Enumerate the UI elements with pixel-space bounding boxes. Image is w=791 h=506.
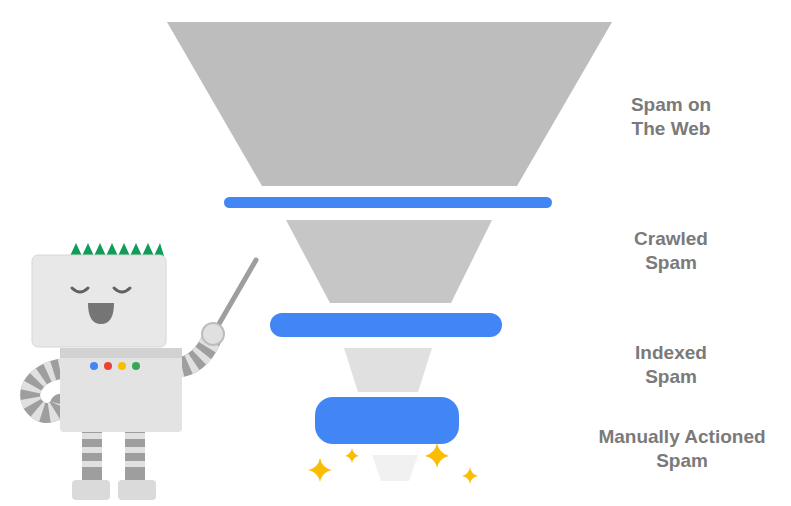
- sparkles: [308, 443, 478, 484]
- robot-neck: [60, 348, 182, 358]
- chest-dot: [90, 362, 98, 370]
- funnel-actioned: [372, 455, 418, 481]
- leg-stripes: [82, 433, 145, 467]
- robot-leg: [125, 425, 145, 485]
- stage-label: Indexed Spam: [621, 341, 721, 389]
- robot-eye: [114, 288, 130, 292]
- robot-mouth: [88, 303, 114, 324]
- stripe: [125, 461, 145, 467]
- robot-foot: [118, 480, 156, 500]
- chest-dot: [118, 362, 126, 370]
- robot-eye: [72, 288, 88, 292]
- filter-bar: [270, 313, 502, 337]
- robot-foot: [72, 480, 110, 500]
- stripe: [125, 433, 145, 439]
- stripe: [82, 447, 102, 453]
- sparkle: [345, 448, 359, 463]
- robot-leg: [82, 425, 102, 485]
- stage-label: Crawled Spam: [621, 227, 721, 275]
- robot-head: [32, 255, 166, 347]
- funnel-crawled: [286, 220, 492, 303]
- funnel: [167, 22, 612, 481]
- stage-label: Manually Actioned Spam: [582, 425, 782, 473]
- sparkle: [462, 467, 478, 484]
- robot-hand: [202, 323, 224, 345]
- funnel-web: [167, 22, 612, 186]
- stripe: [125, 447, 145, 453]
- filter-bar: [224, 197, 552, 208]
- stripe: [82, 433, 102, 439]
- robot-hair: [70, 243, 164, 256]
- funnel-indexed: [344, 348, 432, 392]
- robot: [30, 243, 256, 500]
- sparkle: [425, 443, 449, 468]
- chest-dot: [132, 362, 140, 370]
- sparkle: [308, 458, 332, 482]
- filter-bar: [315, 397, 459, 444]
- robot-body: [60, 348, 182, 432]
- stripe: [82, 461, 102, 467]
- chest-dot: [104, 362, 112, 370]
- stage-label: Spam on The Web: [621, 93, 721, 141]
